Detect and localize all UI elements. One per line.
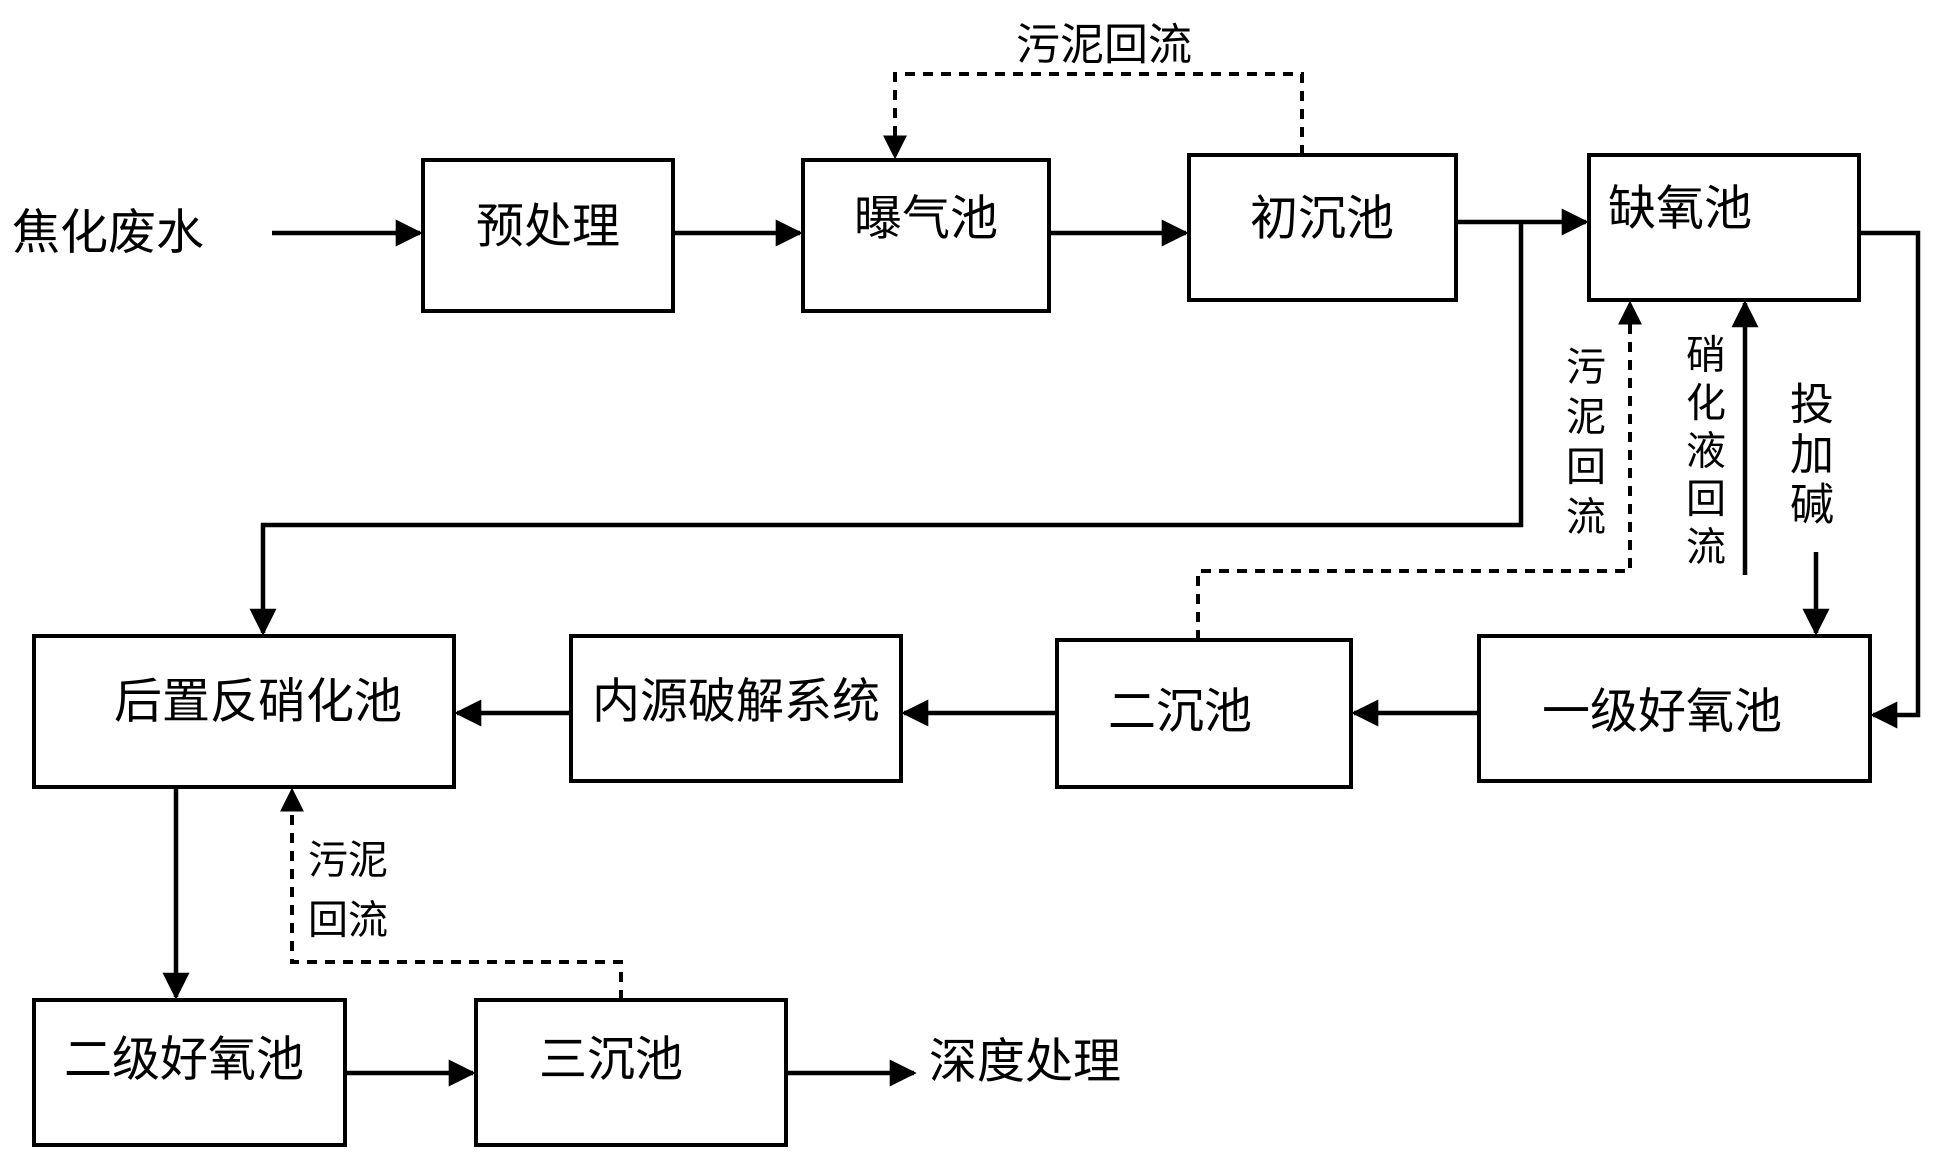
node-tertiary-settling-tank-label: 三沉池: [539, 1034, 683, 1087]
node-primary-aerobic-tank: 一级好氧池: [1477, 634, 1872, 783]
input-coking-wastewater-label: 焦化废水: [12, 207, 204, 260]
node-aeration-tank: 曝气池: [801, 158, 1051, 313]
node-internal-source-disintegration-system: 内源破解系统: [569, 634, 903, 783]
node-internal-source-label: 内源破解系统: [592, 676, 880, 729]
node-secondary-aerobic-tank: 二级好氧池: [32, 998, 347, 1147]
svg-text:硝: 硝: [1686, 334, 1726, 378]
svg-text:化: 化: [1686, 382, 1726, 426]
sludge-return-mid-label: 污 泥 回 流: [1566, 346, 1606, 540]
node-pretreatment: 预处理: [421, 158, 675, 313]
alkali-dosing-label: 投 加 碱: [1790, 381, 1834, 530]
svg-text:加: 加: [1790, 431, 1834, 480]
arrow-sludge-return-mid: [1196, 300, 1642, 640]
nitrate-return-label: 硝 化 液 回 流: [1686, 334, 1726, 570]
node-secondary-settling-tank: 二沉池: [1055, 638, 1353, 789]
node-anoxic-tank-label: 缺氧池: [1608, 183, 1752, 236]
svg-text:投: 投: [1790, 381, 1834, 430]
sludge-return-top-label: 污泥回流: [1016, 21, 1192, 70]
svg-text:污: 污: [1566, 346, 1606, 390]
node-pretreatment-label: 预处理: [476, 201, 620, 254]
svg-text:回流: 回流: [308, 899, 388, 943]
arrow-sludge-return-bottom: [280, 787, 623, 1000]
svg-text:污泥: 污泥: [308, 839, 388, 883]
svg-text:回: 回: [1686, 478, 1726, 522]
sludge-return-bottom-label: 污泥 回流: [308, 839, 388, 943]
node-secondary-aerobic-tank-label: 二级好氧池: [64, 1034, 304, 1087]
node-anoxic-tank: 缺氧池: [1587, 153, 1861, 302]
node-primary-settling-tank: 初沉池: [1187, 153, 1458, 302]
node-tertiary-settling-tank: 三沉池: [474, 998, 788, 1147]
svg-text:液: 液: [1686, 430, 1726, 474]
node-primary-settling-tank-label: 初沉池: [1250, 193, 1394, 246]
svg-text:回: 回: [1566, 446, 1606, 490]
output-advanced-treatment-label: 深度处理: [929, 1036, 1121, 1089]
arrow-anoxic-to-primary-aerobic: [1859, 230, 1921, 729]
node-secondary-settling-tank-label: 二沉池: [1108, 686, 1252, 739]
node-post-denitrification-tank-label: 后置反硝化池: [114, 676, 402, 729]
arrow-sludge-return-top: [883, 72, 1304, 160]
node-aeration-tank-label: 曝气池: [854, 193, 998, 246]
svg-text:泥: 泥: [1566, 396, 1606, 440]
svg-text:碱: 碱: [1790, 481, 1834, 530]
svg-text:流: 流: [1566, 496, 1606, 540]
arrow-bypass-to-post-denitrification: [249, 222, 1524, 636]
node-primary-aerobic-tank-label: 一级好氧池: [1542, 686, 1782, 739]
svg-text:流: 流: [1686, 526, 1726, 570]
node-post-denitrification-tank: 后置反硝化池: [32, 634, 456, 789]
